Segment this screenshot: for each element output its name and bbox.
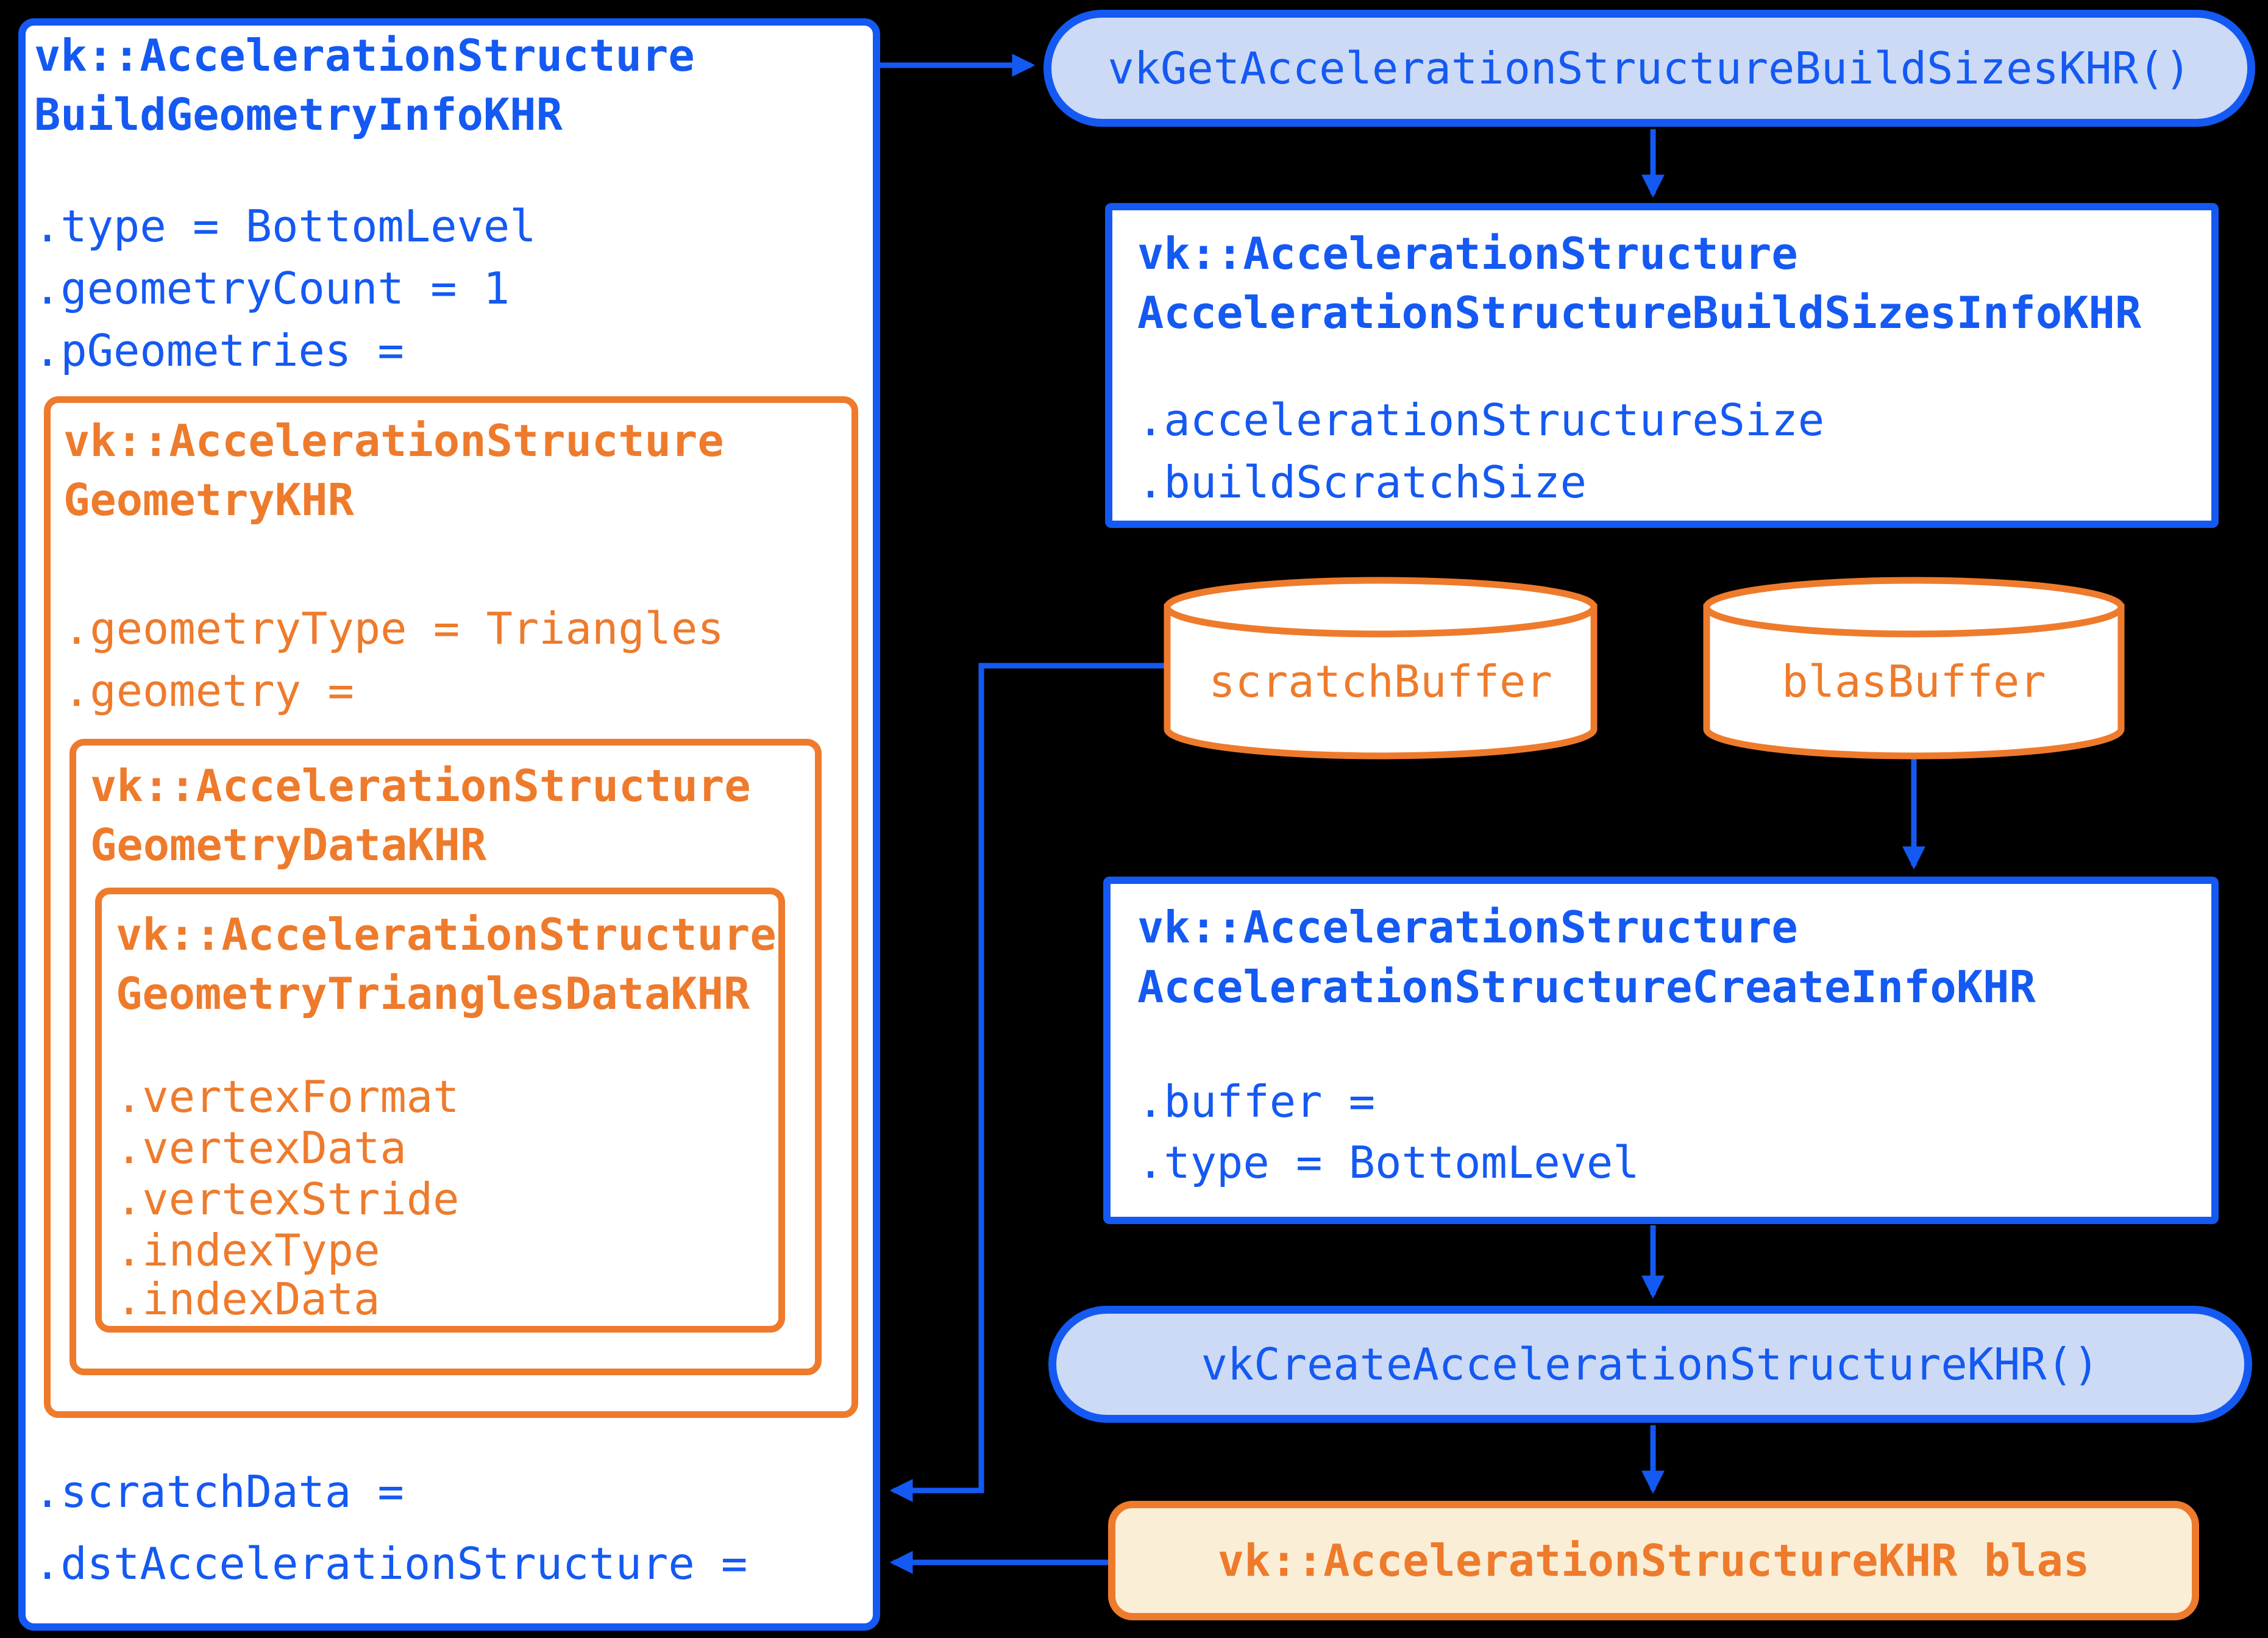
- field-p-geometries: .pGeometries =: [34, 325, 404, 376]
- field-index-data: .indexData: [116, 1273, 380, 1325]
- field-index-type: .indexType: [116, 1225, 380, 1276]
- connector-scratchbuffer-to-scratchdata: [889, 663, 1167, 1502]
- field-buffer: .buffer =: [1137, 1076, 1376, 1127]
- create-call-pill: vkCreateAccelerationStructureKHR(): [1048, 1306, 2252, 1423]
- create-call-label: vkCreateAccelerationStructureKHR(): [1201, 1339, 2100, 1390]
- geometry-khr-title-line2: GeometryKHR: [63, 474, 354, 525]
- geometry-triangles-title-line2: GeometryTrianglesDataKHR: [116, 968, 750, 1019]
- geometry-triangles-data-khr-box: [95, 888, 785, 1333]
- build-geometry-info-title-line2: BuildGeometryInfoKHR: [34, 89, 563, 140]
- geometry-data-khr-box: [69, 739, 822, 1375]
- blas-buffer-label: blasBuffer: [1782, 656, 2046, 707]
- scratch-buffer-cylinder-icon: [1164, 577, 1598, 760]
- create-info-box: [1103, 877, 2219, 1224]
- field-acceleration-structure-size: .accelerationStructureSize: [1137, 394, 1825, 446]
- create-info-title-line1: vk::AccelerationStructure: [1137, 902, 1798, 953]
- create-info-title-line2: AccelerationStructureCreateInfoKHR: [1137, 961, 2036, 1013]
- geometry-data-khr-title-line1: vk::AccelerationStructure: [90, 760, 751, 811]
- geometry-data-khr-title-line2: GeometryDataKHR: [90, 819, 487, 871]
- blas-buffer-cylinder-icon: [1703, 577, 2125, 760]
- geometry-khr-title-line1: vk::AccelerationStructure: [63, 415, 724, 466]
- build-sizes-info-title-line2: AccelerationStructureBuildSizesInfoKHR: [1137, 287, 2142, 338]
- get-build-sizes-call-pill: vkGetAccelerationStructureBuildSizesKHR(…: [1043, 10, 2255, 127]
- field-create-type: .type = BottomLevel: [1137, 1137, 1640, 1188]
- geometry-triangles-title-line1: vk::AccelerationStructure: [116, 909, 777, 960]
- get-build-sizes-call-label: vkGetAccelerationStructureBuildSizesKHR(…: [1107, 43, 2191, 94]
- field-vertex-format: .vertexFormat: [116, 1071, 460, 1122]
- build-geometry-info-box: [18, 18, 880, 1631]
- field-type: .type = BottomLevel: [34, 201, 536, 252]
- field-geometry-count: .geometryCount = 1: [34, 263, 510, 314]
- field-geometry: .geometry =: [63, 665, 354, 716]
- field-geometry-type: .geometryType = Triangles: [63, 603, 724, 654]
- build-sizes-info-title-line1: vk::AccelerationStructure: [1137, 228, 1798, 279]
- field-dst-acceleration-structure: .dstAccelerationStructure =: [34, 1538, 748, 1589]
- blas-result-box: vk::AccelerationStructureKHR blas: [1108, 1501, 2199, 1620]
- geometry-khr-box: [44, 396, 858, 1418]
- field-build-scratch-size: .buildScratchSize: [1137, 457, 1587, 508]
- scratch-buffer-label: scratchBuffer: [1209, 656, 1552, 707]
- blas-result-label: vk::AccelerationStructureKHR blas: [1217, 1535, 2090, 1586]
- field-vertex-stride: .vertexStride: [116, 1173, 460, 1225]
- field-scratch-data: .scratchData =: [34, 1466, 404, 1517]
- build-sizes-info-box: [1105, 203, 2219, 528]
- field-vertex-data: .vertexData: [116, 1122, 407, 1173]
- build-geometry-info-title-line1: vk::AccelerationStructure: [34, 30, 695, 81]
